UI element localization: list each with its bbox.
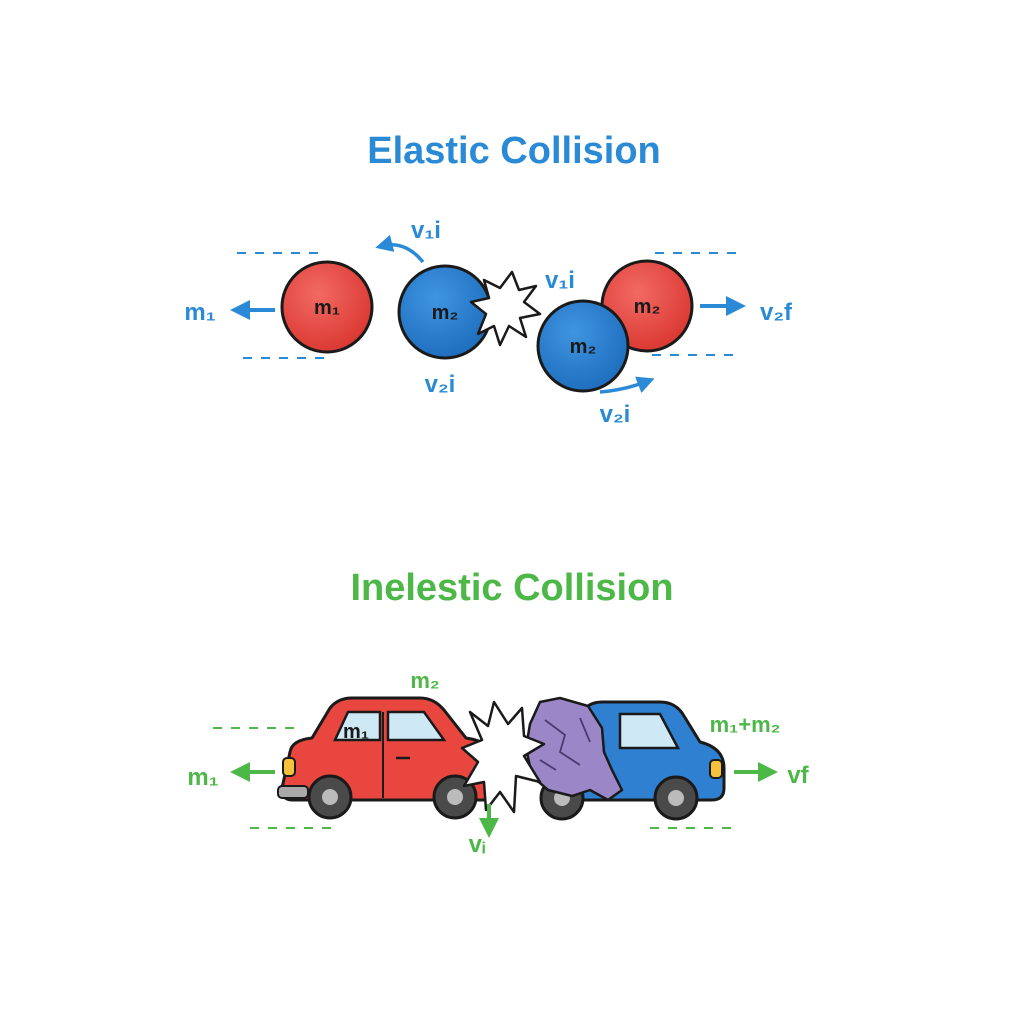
v2i-right-label: v₂i — [600, 401, 631, 428]
red-car: m₁ — [277, 696, 499, 820]
ball-m1-label: m₁ — [314, 297, 340, 319]
vi-label: vᵢ — [469, 831, 486, 858]
ball-m2: m₂ — [397, 264, 493, 360]
m1-label: m₁ — [184, 299, 215, 326]
ball-m2-after-blue: m₂ — [536, 299, 630, 393]
ball-m1: m₁ — [280, 260, 374, 354]
elastic-guide-lines — [237, 252, 740, 359]
car-m1-left-label: m₁ — [187, 764, 218, 791]
inelastic-title: Inelestic Collision — [350, 567, 673, 609]
v1i-top-label: v₁i — [411, 217, 441, 244]
v2i-left-label: v₂i — [425, 371, 456, 398]
inelastic-section: Inelestic Collision m₂ m₁ m₁ — [187, 567, 809, 858]
inelastic-guide-lines — [213, 727, 738, 829]
v1i-right-label: v₁i — [545, 267, 575, 294]
v2i-curved-arrow — [599, 376, 655, 394]
crumple-creases — [539, 717, 591, 771]
v1i-curved-arrow — [375, 234, 425, 264]
elastic-title: Elastic Collision — [367, 130, 661, 172]
car-m1-label: m₁ — [343, 721, 369, 743]
m2-top-label: m₂ — [410, 668, 439, 693]
v2f-label: v₂f — [760, 299, 793, 326]
elastic-section: Elastic Collision m₁ m₁ m₂ v₁i v₂i v₁ — [184, 130, 793, 428]
impact-burst-icon — [469, 270, 542, 347]
ball-m2-after-blue-label: m₂ — [570, 336, 597, 358]
m1-plus-m2-label: m₁+m₂ — [710, 712, 781, 737]
ball-m2-label: m₂ — [432, 302, 459, 324]
impact-burst-icon — [460, 700, 546, 814]
vf-label: vf — [787, 762, 809, 789]
ball-m2-after-red-label: m₂ — [634, 296, 661, 318]
